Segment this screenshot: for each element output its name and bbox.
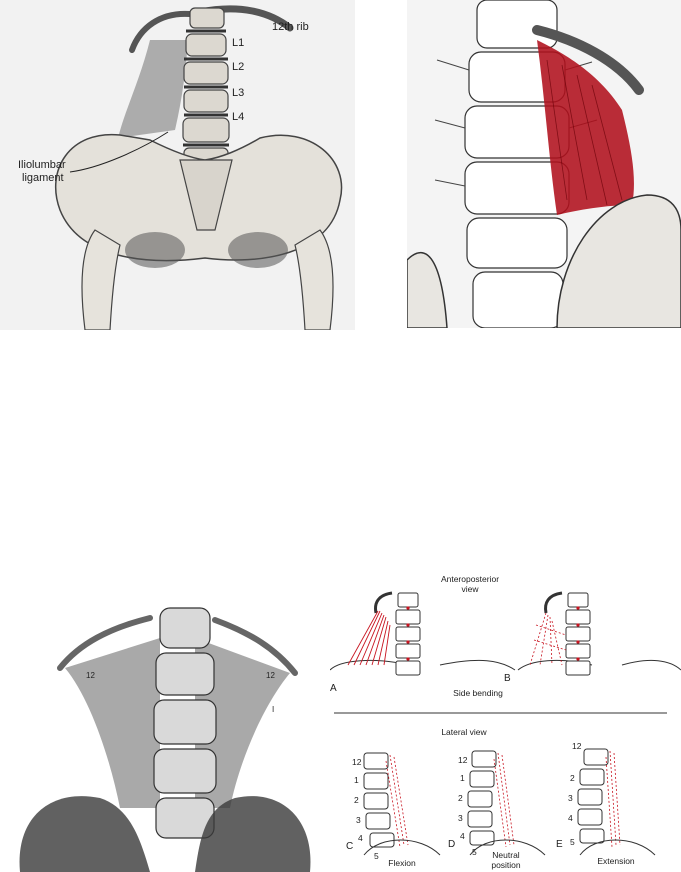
level-4-d: 4 [460,831,465,841]
level-1-c: 1 [354,775,359,785]
level-5-d: 5 [472,847,477,857]
anterior-pelvis-illustration: 12th rib L1 L2 L3 L4 Iliolumbar ligament [0,0,355,330]
vertebra-label-l3: L3 [232,87,244,99]
anteroposterior-title-line1: Anteroposterior [441,574,499,584]
level-5-e: 5 [570,837,575,847]
neutral-label-line2: position [491,860,521,870]
vertebra-label-l2: L2 [232,61,244,73]
level-4-e: 4 [568,813,573,823]
diagram-letter-a: A [330,683,337,694]
level-3-d: 3 [458,813,463,823]
vertebra-label-l1: L1 [232,37,244,49]
anteroposterior-title-line2: view [461,584,479,594]
rib-label-left: 12 [86,671,95,680]
extension-label: Extension [597,856,635,866]
level-1-d: 1 [460,773,465,783]
level-12-e: 12 [572,741,582,751]
diagram-letter-b: B [504,673,511,684]
vertebra-label-l4: L4 [232,111,244,123]
diagram-letter-e: E [556,839,563,850]
diagram-letter-c: C [346,841,353,852]
posterior-spine-muscle-illustration [407,0,681,328]
level-12-d: 12 [458,755,468,765]
twelfth-rib-label: 12th rib [272,21,309,33]
level-4-c: 4 [358,833,363,843]
side-bending-label: Side bending [453,688,503,698]
ligament-label-line1: Iliolumbar [18,159,66,171]
level-12-c: 12 [352,757,362,767]
ligament-label-line2: ligament [22,172,64,184]
spine-motion-diagram: Anteroposterior view [330,565,681,872]
level-2-c: 2 [354,795,359,805]
lateral-view-title: Lateral view [441,727,487,737]
level-3-c: 3 [356,815,361,825]
deep-lumbar-muscles-illustration: 12 12 I [0,598,318,872]
level-2-e: 2 [570,773,575,783]
level-3-e: 3 [568,793,573,803]
nerve-label: I [272,705,274,714]
rib-label-right: 12 [266,671,275,680]
flexion-label: Flexion [388,858,416,868]
level-2-d: 2 [458,793,463,803]
neutral-label-line1: Neutral [492,850,520,860]
diagram-letter-d: D [448,839,455,850]
level-5-c: 5 [374,851,379,861]
